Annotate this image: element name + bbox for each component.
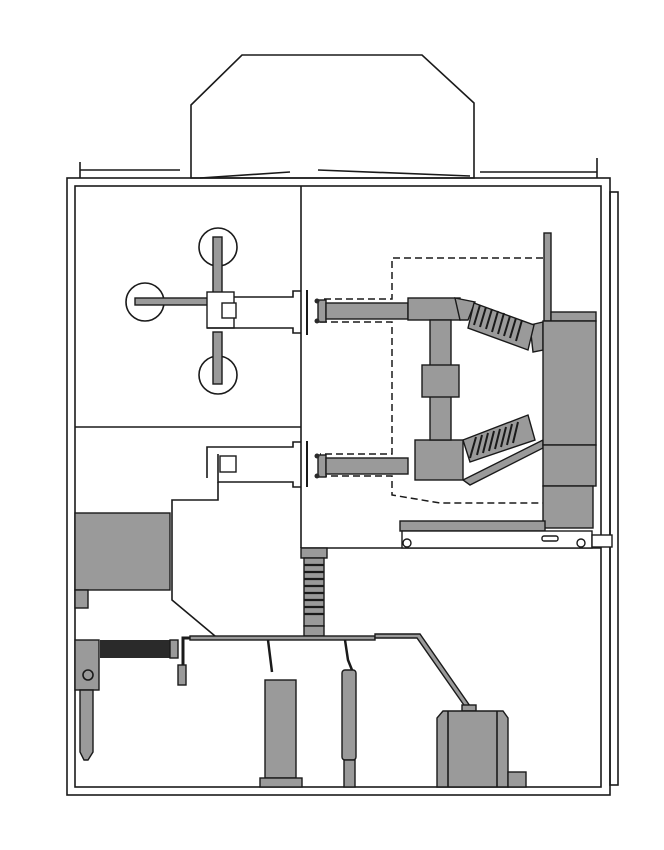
current-transformer [74,512,171,591]
busbar-compartment [125,227,308,488]
surge-arrester [341,669,357,761]
voltage-transformer [264,679,297,779]
circuit-breaker-truck [314,232,613,549]
pressure-relief-hood [79,54,598,179]
cable-compartment [74,482,527,788]
enclosure-frame [66,177,619,796]
